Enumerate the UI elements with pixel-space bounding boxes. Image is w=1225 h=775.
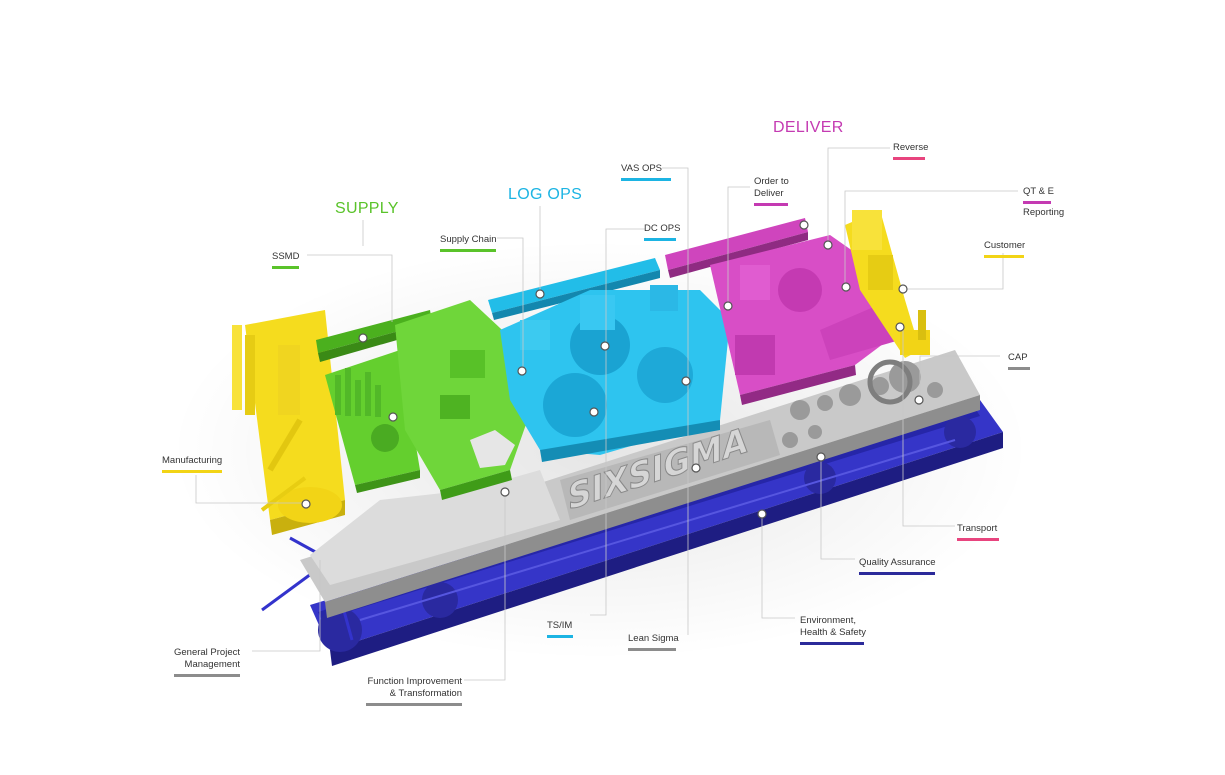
- hotspot-deliver[interactable]: [799, 220, 809, 230]
- heading-supply-text: SUPPLY: [335, 200, 399, 217]
- label-ssmd-text: SSMD: [272, 251, 300, 262]
- label-environment-line1: Environment,: [800, 615, 856, 626]
- hotspot-transport[interactable]: [895, 322, 905, 332]
- heading-deliver: DELIVER: [773, 119, 844, 137]
- label-function-improvement[interactable]: Function Improvement & Transformation: [362, 676, 462, 706]
- hotspot-supply[interactable]: [388, 412, 398, 422]
- label-cap-text: CAP: [1008, 352, 1028, 363]
- label-underline: [272, 266, 299, 269]
- label-order-to-deliver-line2: Deliver: [754, 188, 784, 199]
- label-underline: [1008, 367, 1030, 370]
- hotspot-cap[interactable]: [914, 395, 924, 405]
- label-customer-text: Customer: [984, 240, 1026, 251]
- hotspot-dc-ops[interactable]: [600, 341, 610, 351]
- label-underline: [628, 648, 676, 651]
- label-underline: [621, 178, 671, 181]
- label-vas-ops-text: VAS OPS: [621, 163, 663, 174]
- label-function-improvement-line2: & Transformation: [389, 688, 462, 699]
- label-underline: [644, 238, 676, 241]
- label-environment-line2: Health & Safety: [800, 627, 867, 638]
- log-ops-block: [488, 258, 730, 462]
- hotspot-function-improvement[interactable]: [500, 487, 510, 497]
- hotspot-supply-chain[interactable]: [517, 366, 527, 376]
- label-reporting-text: Reporting: [1023, 207, 1065, 218]
- label-supply-chain-text: Supply Chain: [440, 234, 497, 245]
- label-underline: [162, 470, 222, 473]
- label-supply-chain[interactable]: Supply Chain: [440, 234, 497, 252]
- gear-icon: [867, 359, 913, 405]
- label-dc-ops[interactable]: DC OPS: [644, 223, 680, 241]
- label-underline: [440, 249, 496, 252]
- hotspot-order-to-deliver[interactable]: [723, 301, 733, 311]
- label-underline: [547, 635, 573, 638]
- label-general-project-line2: Management: [184, 659, 240, 670]
- heading-log-ops: LOG OPS: [508, 186, 582, 204]
- hotspot-ts-im[interactable]: [589, 407, 599, 417]
- hotspot-customer[interactable]: [898, 284, 908, 294]
- hotspot-manufacturing[interactable]: [301, 499, 311, 509]
- heading-log-ops-text: LOG OPS: [508, 186, 583, 203]
- label-quality-assurance-text: Quality Assurance: [859, 557, 936, 568]
- label-general-project[interactable]: General Project Management: [172, 647, 240, 677]
- label-vas-ops[interactable]: VAS OPS: [621, 163, 671, 181]
- customer-block: [845, 210, 930, 358]
- label-underline: [893, 157, 925, 160]
- label-underline: [800, 642, 864, 645]
- label-environment[interactable]: Environment, Health & Safety: [800, 615, 866, 645]
- label-underline: [1023, 201, 1051, 204]
- gear-icon: [944, 416, 976, 448]
- gear-icon: [318, 608, 362, 652]
- label-cap[interactable]: CAP: [1008, 352, 1030, 370]
- hotspot-quality-assurance[interactable]: [816, 452, 826, 462]
- label-lean-sigma[interactable]: Lean Sigma: [628, 633, 679, 651]
- label-ts-im-text: TS/IM: [547, 620, 573, 631]
- manufacturing-block: [232, 310, 345, 535]
- hotspot-reverse[interactable]: [823, 240, 833, 250]
- label-underline: [174, 674, 240, 677]
- label-reverse-text: Reverse: [893, 142, 929, 153]
- label-lean-sigma-text: Lean Sigma: [628, 633, 679, 644]
- label-function-improvement-line1: Function Improvement: [367, 676, 462, 687]
- label-dc-ops-text: DC OPS: [644, 223, 681, 234]
- heading-deliver-text: DELIVER: [773, 119, 844, 136]
- label-transport[interactable]: Transport: [957, 523, 999, 541]
- label-underline: [984, 255, 1024, 258]
- hotspot-vas-ops[interactable]: [681, 376, 691, 386]
- label-underline: [366, 703, 462, 706]
- label-order-to-deliver[interactable]: Order to Deliver: [754, 176, 789, 206]
- leader-lines: [195, 147, 1018, 681]
- label-transport-text: Transport: [957, 523, 998, 534]
- label-general-project-line1: General Project: [173, 647, 240, 658]
- gear-icon: [804, 462, 836, 494]
- gear-icon: [422, 582, 458, 618]
- label-quality-assurance[interactable]: Quality Assurance: [859, 557, 936, 575]
- hotspot-lean-sigma[interactable]: [691, 463, 701, 473]
- label-underline: [859, 572, 935, 575]
- hotspots: [301, 220, 924, 519]
- label-ts-im[interactable]: TS/IM: [547, 620, 573, 638]
- label-qt-e-text: QT & E: [1023, 186, 1054, 197]
- label-manufacturing[interactable]: Manufacturing: [162, 455, 222, 473]
- label-qt-e[interactable]: QT & E Reporting: [1023, 186, 1064, 219]
- hotspot-qt-e[interactable]: [841, 282, 851, 292]
- label-underline: [754, 203, 788, 206]
- label-manufacturing-text: Manufacturing: [162, 455, 223, 466]
- hotspot-log-ops[interactable]: [535, 289, 545, 299]
- hotspot-environment[interactable]: [757, 509, 767, 519]
- hotspot-ssmd[interactable]: [358, 333, 368, 343]
- label-reverse[interactable]: Reverse: [893, 142, 928, 160]
- label-order-to-deliver-line1: Order to: [754, 176, 789, 187]
- heading-supply: SUPPLY: [335, 200, 399, 218]
- label-customer[interactable]: Customer: [984, 240, 1025, 258]
- label-ssmd[interactable]: SSMD: [272, 251, 299, 269]
- gray-strip: [300, 350, 980, 618]
- label-underline: [957, 538, 999, 541]
